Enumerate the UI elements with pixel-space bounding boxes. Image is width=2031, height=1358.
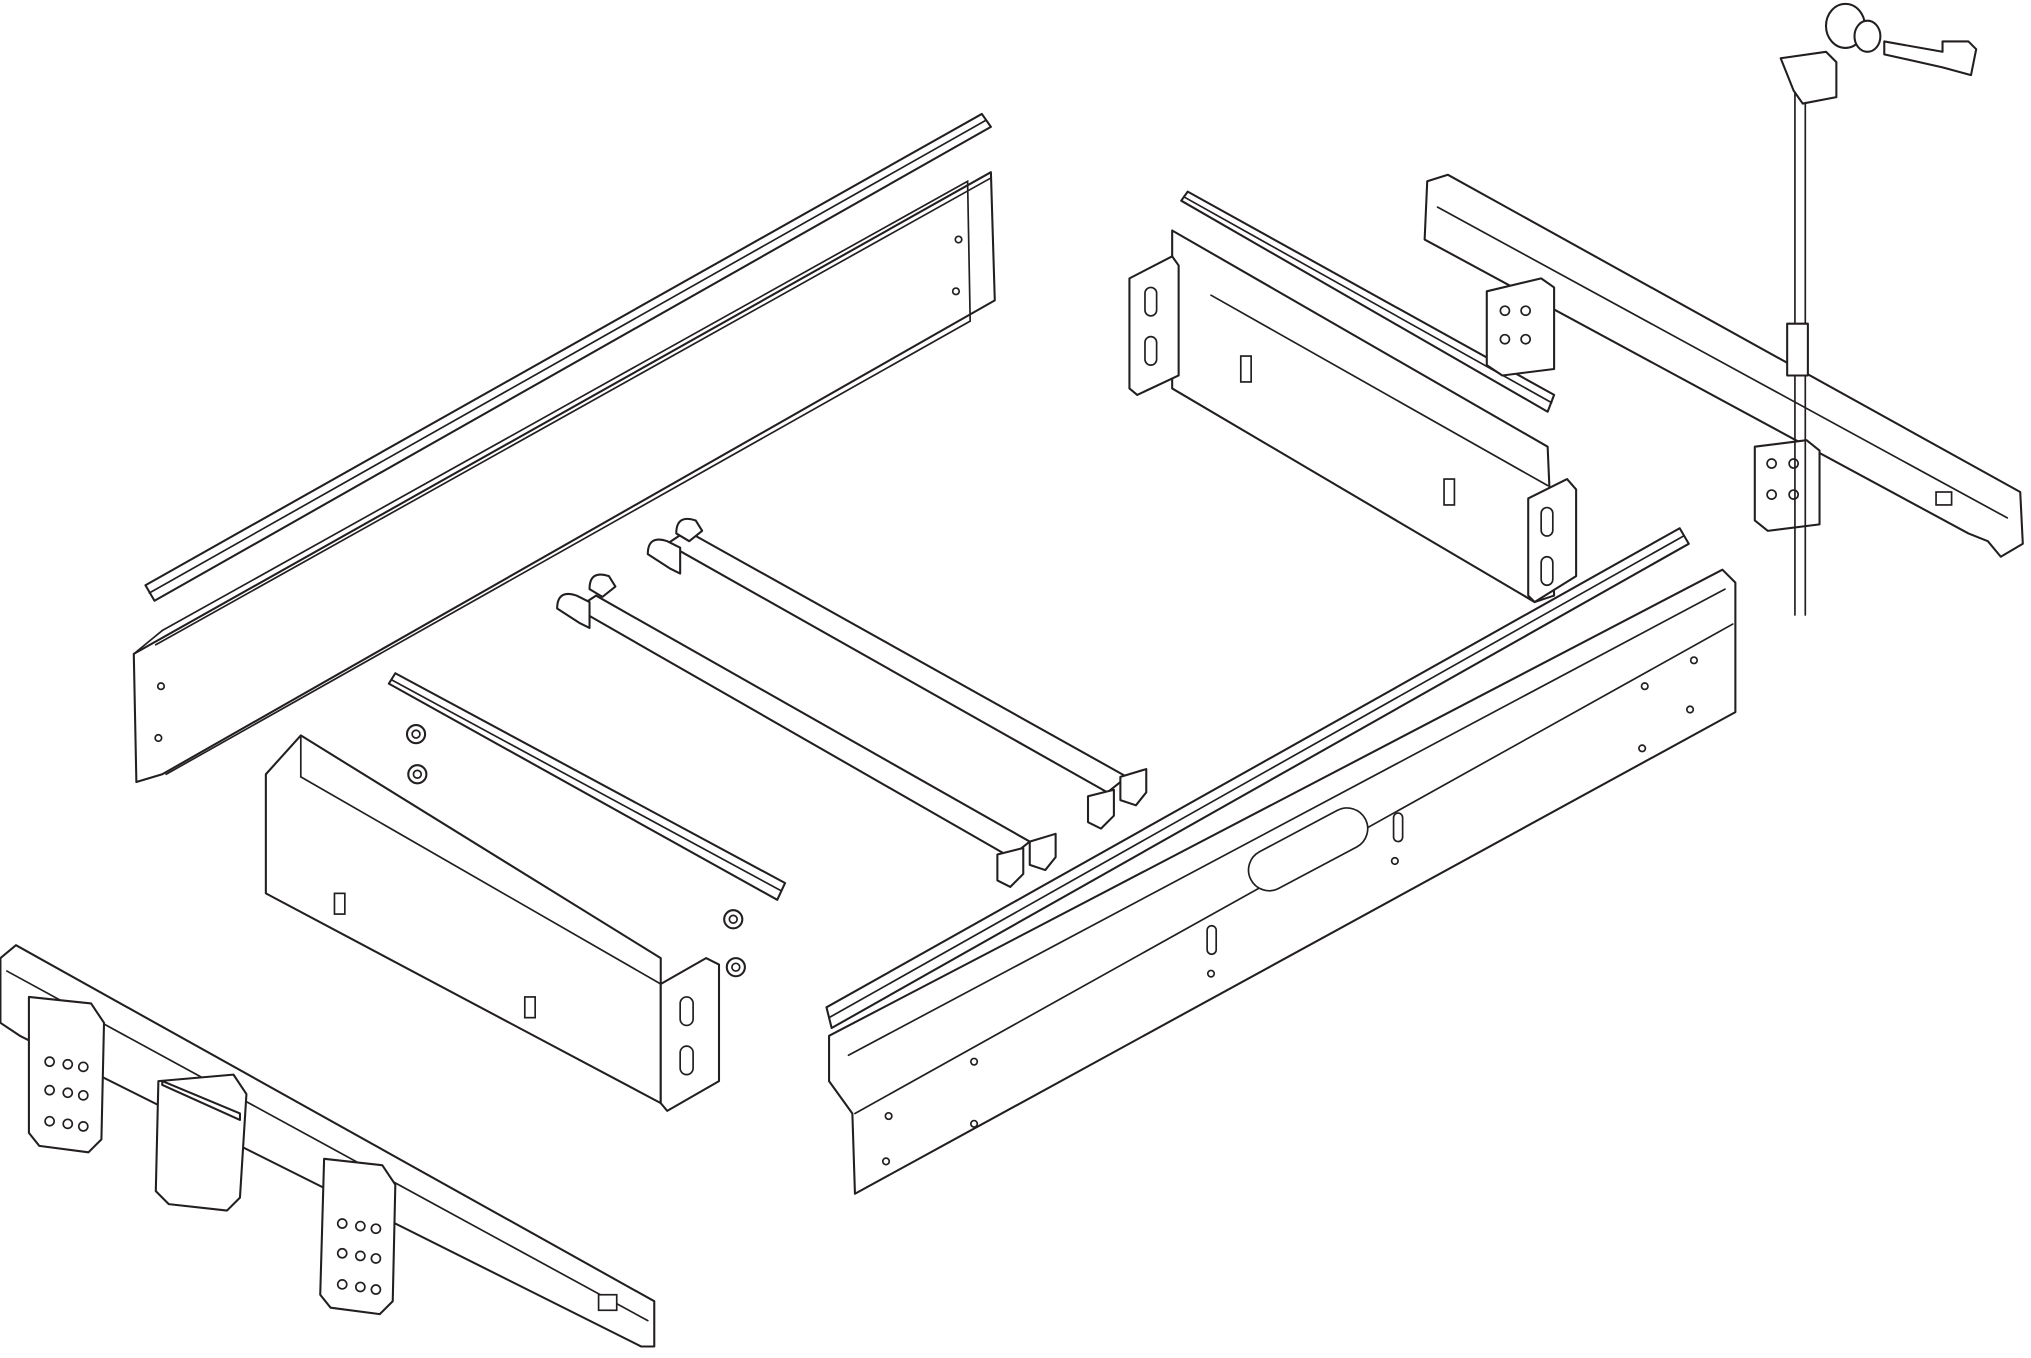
right-drawer-slide xyxy=(1423,173,2024,558)
left-back-panel xyxy=(264,734,721,1112)
lock-assembly xyxy=(1779,2,1978,616)
left-side-rail xyxy=(132,171,996,784)
right-front-rod xyxy=(825,527,1690,1030)
right-front-rail xyxy=(828,568,1737,1195)
right-back-panel xyxy=(1128,229,1578,604)
middle-rod xyxy=(387,672,787,901)
hook-rod-front xyxy=(556,573,1057,888)
top-left-rod xyxy=(144,112,992,602)
hook-rod-back xyxy=(646,517,1148,830)
left-drawer-slide xyxy=(0,944,656,1348)
